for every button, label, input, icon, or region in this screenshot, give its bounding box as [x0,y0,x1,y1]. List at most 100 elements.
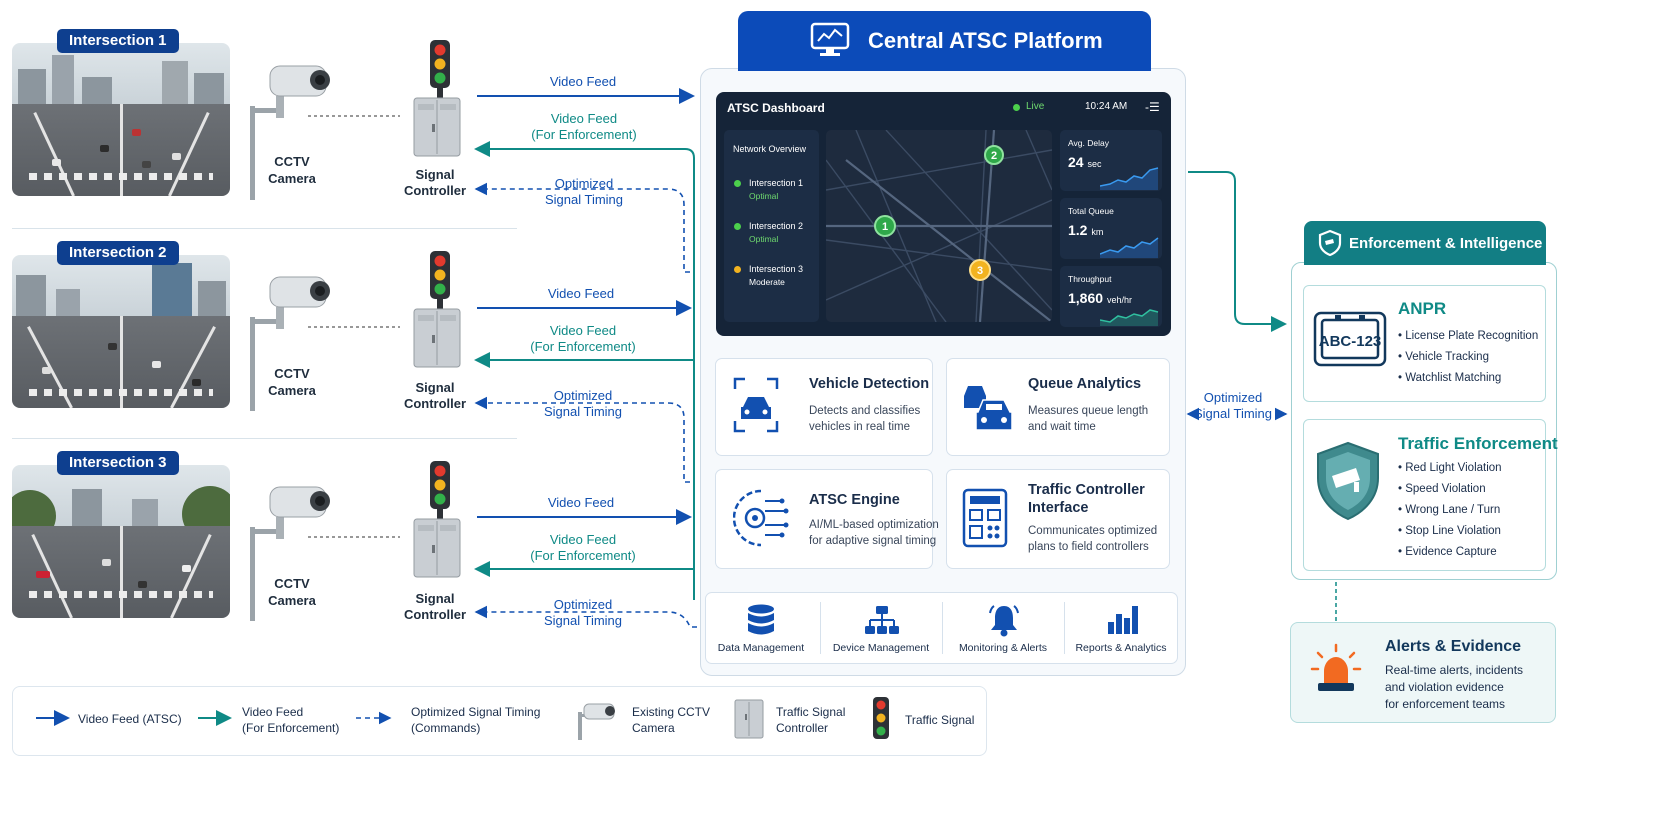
alerts-evidence-title: Alerts & Evidence [1385,638,1522,655]
traffic-enforcement-title: Traffic Enforcement [1398,434,1558,453]
intersection-1-photo [12,43,230,196]
video-feed-label-2: Video Feed [547,286,615,301]
sparkline-icon [1100,167,1159,190]
sparkline-icon [1100,237,1159,258]
live-label: Live [1026,101,1045,112]
live-indicator-dot [1013,104,1020,111]
legend [12,686,987,756]
sparkline-icon [1100,309,1159,326]
status-dot-2 [734,223,741,230]
monitor-chart-icon [810,22,850,56]
optimized-arrow-1 [474,182,690,273]
database-icon [748,604,774,635]
network-overview-title: Network Overview [733,144,807,154]
legend-optimized-timing: Optimized Signal Timing(Commands) [411,705,541,735]
legend-traffic-signal-icon [873,697,889,739]
legend-traffic-signal: Traffic Signal [905,713,975,727]
central-platform-header [738,11,1151,71]
queue-analytics-title: Queue Analytics [1028,376,1142,392]
divider [1064,602,1065,654]
intersection-2-photo [12,255,230,408]
dashboard-title: ATSC Dashboard [727,101,825,115]
video-feed-label-1: Video Feed [549,74,617,89]
vehicle-detection-title: Vehicle Detection [809,376,930,392]
video-feed-label-3: Video Feed [547,495,615,510]
queue-cars-icon [964,386,1013,431]
shield-camera-icon [1318,229,1342,257]
reports-analytics-label[interactable]: Reports & Analytics [1075,642,1167,654]
device-network-icon [865,606,899,634]
ai-brain-icon [733,489,789,547]
separator [12,438,517,439]
atsc-engine-title: ATSC Engine [809,492,900,508]
separator [12,228,517,229]
enforcement-header [1304,221,1546,265]
map-marker-3[interactable] [969,259,991,281]
svg-text:ABC-123: ABC-123 [1319,333,1382,350]
video-feed-enforcement-label-3: Video Feed(For Enforcement) [530,532,636,563]
legend-controller-icon [734,699,764,739]
signal-controller-icon [413,97,461,157]
intersection-3-label: Intersection 3 [57,451,179,475]
optimized-arrow-2 [474,396,690,483]
svg-text:3: 3 [977,265,983,277]
data-management-label[interactable]: Data Management [717,642,805,654]
anpr-title: ANPR [1398,299,1447,318]
vehicle-detection-icon [733,377,779,433]
menu-icon[interactable]: -☰ [1145,100,1160,114]
map-markers: 1 2 3 [874,145,1004,281]
video-feed-enforcement-label-2: Video Feed(For Enforcement) [530,323,636,354]
svg-text:2: 2 [991,150,997,162]
traffic-enforcement-list: Red Light Violation Speed Violation Wron… [1398,458,1501,563]
legend-video-feed-atsc: Video Feed (ATSC) [78,712,182,726]
traffic-controller-interface-title: Traffic Controller Interface [1028,482,1145,516]
traffic-controller-interface-card[interactable] [946,469,1170,569]
optimized-arrow-3 [474,605,697,628]
status-dot-1 [734,180,741,187]
divider [942,602,943,654]
intersection-2-label: Intersection 2 [57,241,179,265]
atsc-engine-card[interactable] [715,469,933,569]
map-marker-2[interactable] [984,145,1004,165]
monitoring-alerts-label[interactable]: Monitoring & Alerts [958,642,1048,654]
license-plate-icon: ABC-123 [1313,311,1387,367]
legend-video-feed-enforcement: Video Feed(For Enforcement) [242,705,340,735]
shield-enforcement-icon [1317,441,1379,521]
platform-services-bar [705,592,1178,664]
network-map[interactable] [826,130,1052,322]
device-management-label[interactable]: Device Management [832,642,930,654]
intersection-1-label: Intersection 1 [57,29,179,53]
enforcement-feed-1 [474,141,695,600]
video-feed-enforcement-label-1: Video Feed(For Enforcement) [531,111,637,142]
intersection-3-photo [12,465,230,618]
cctv-camera-icon [250,65,330,200]
enforcement-title: Enforcement & Intelligence [1349,235,1543,252]
legend-cctv-camera-icon [578,703,615,740]
status-dot-3 [734,266,741,273]
bell-alert-icon [989,605,1019,637]
kpi-throughput: Throughput 1,860 veh/hr [1060,266,1162,327]
map-marker-1[interactable] [874,215,896,237]
svg-text:1: 1 [882,221,888,233]
divider [820,602,821,654]
